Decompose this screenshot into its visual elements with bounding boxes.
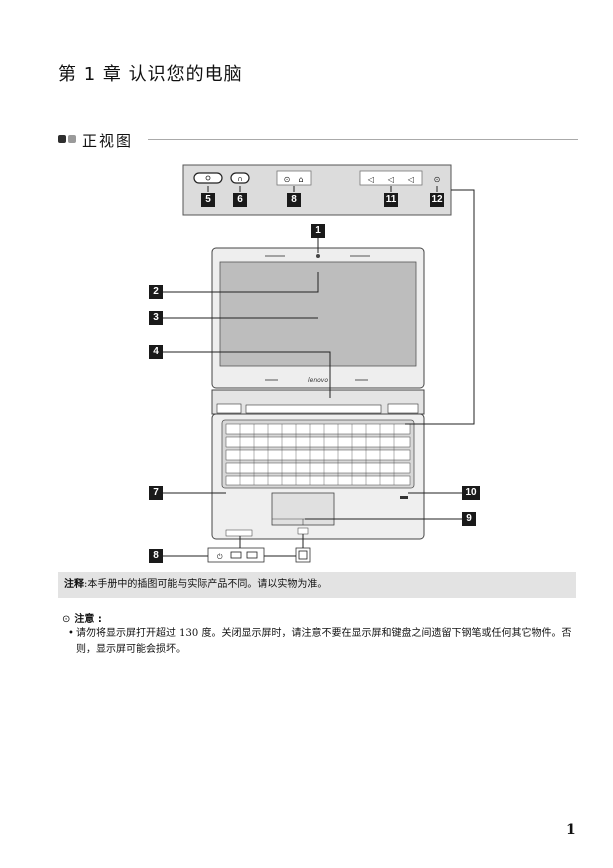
bullet-dot-icon: • xyxy=(68,628,74,639)
svg-text:⊙: ⊙ xyxy=(434,175,441,184)
indicator-detail-panel: ⏻ xyxy=(207,547,311,563)
callout-10: 10 xyxy=(462,486,480,500)
callout-6: 6 xyxy=(233,193,247,207)
callout-7: 7 xyxy=(149,486,163,500)
svg-text:⌂: ⌂ xyxy=(298,175,303,184)
attention-bullet: • 请勿将显示屏打开超过 130 度。关闭显示屏时，请注意不要在显示屏和键盘之间… xyxy=(68,626,576,658)
callout-3: 3 xyxy=(149,311,163,325)
svg-text:◁: ◁ xyxy=(367,175,374,184)
svg-text:⏻: ⏻ xyxy=(217,553,223,561)
leader-lines xyxy=(163,186,475,557)
callout-5: 5 xyxy=(201,193,215,207)
chapter-title: 第 1 章 认识您的电脑 xyxy=(58,64,243,85)
section-title: 正视图 xyxy=(82,132,134,150)
callout-8-top: 8 xyxy=(287,193,301,207)
laptop-base xyxy=(211,413,425,540)
page-number: 1 xyxy=(566,822,576,838)
svg-text:◁: ◁ xyxy=(407,175,414,184)
callout-8-bottom: 8 xyxy=(149,549,163,563)
callout-1: 1 xyxy=(311,224,325,238)
callout-4: 4 xyxy=(149,345,163,359)
callout-11: 11 xyxy=(384,193,398,207)
svg-text:lenovo: lenovo xyxy=(308,377,328,384)
attention-heading: ⊙注意 : xyxy=(62,610,102,625)
button-detail-panel: ∩ ⊙ ⌂ ◁ ◁ ◁ ⊙ xyxy=(182,164,452,216)
svg-text:∩: ∩ xyxy=(237,175,242,183)
note-box: 注释:本手册中的插图可能与实际产品不同。请以实物为准。 xyxy=(58,572,576,598)
attention-label: 注意 : xyxy=(74,614,102,625)
callout-12: 12 xyxy=(430,193,444,207)
laptop-front-view-diagram: ∩ ⊙ ⌂ ◁ ◁ ◁ ⊙ lenovo xyxy=(149,164,480,563)
section-rule xyxy=(148,139,578,140)
laptop-illustration: ∩ ⊙ ⌂ ◁ ◁ ◁ ⊙ lenovo xyxy=(163,164,475,563)
callout-2: 2 xyxy=(149,285,163,299)
note-text: :本手册中的插图可能与实际产品不同。请以实物为准。 xyxy=(84,579,328,590)
svg-text:⊙: ⊙ xyxy=(284,175,291,184)
section-header: 正视图 xyxy=(58,130,578,150)
attention-bullet-text: 请勿将显示屏打开超过 130 度。关闭显示屏时，请注意不要在显示屏和键盘之间遗留… xyxy=(76,628,572,655)
attention-icon: ⊙ xyxy=(62,614,71,625)
section-square-dark xyxy=(58,135,66,143)
hinge-strip xyxy=(211,389,425,415)
section-square-light xyxy=(68,135,76,143)
svg-text:◁: ◁ xyxy=(387,175,394,184)
note-label: 注释 xyxy=(64,579,84,590)
callout-9: 9 xyxy=(462,512,476,526)
